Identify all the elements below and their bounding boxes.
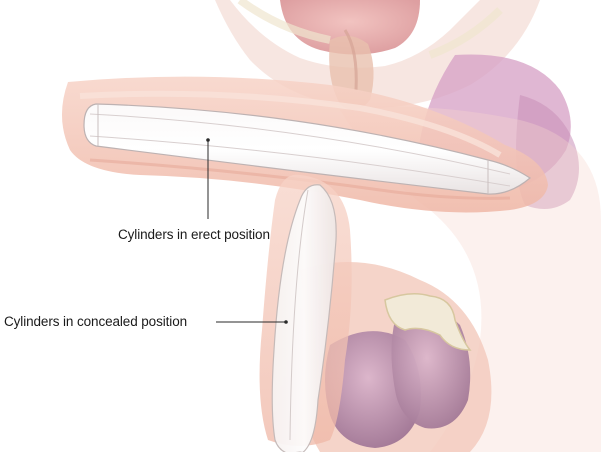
erect-leader-dot	[206, 138, 210, 142]
label-cylinders-concealed: Cylinders in concealed position	[4, 314, 187, 329]
label-cylinders-erect: Cylinders in erect position	[118, 227, 270, 242]
concealed-leader-dot	[284, 320, 288, 324]
